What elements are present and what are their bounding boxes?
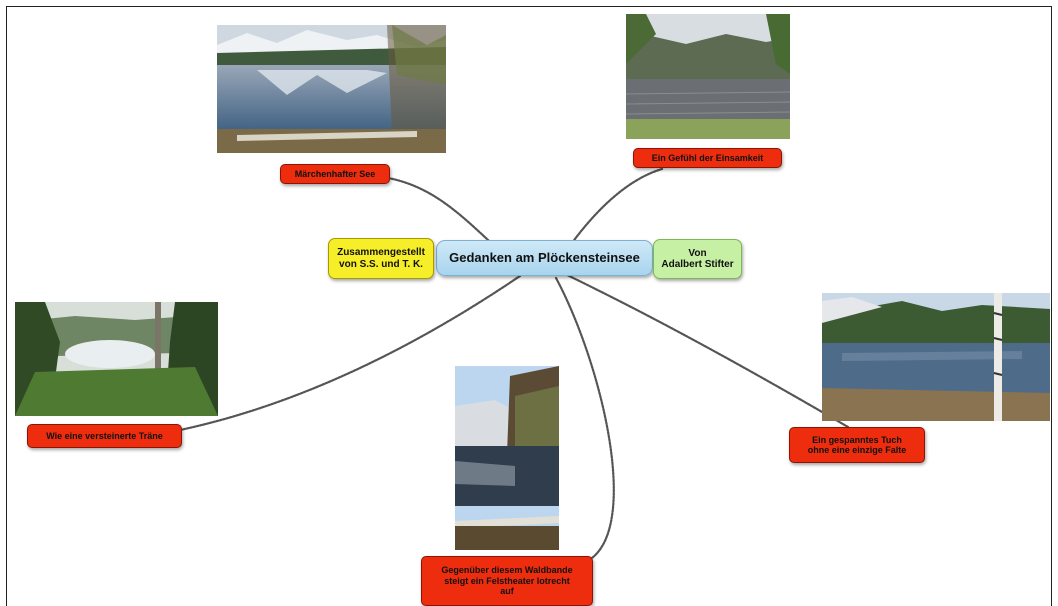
credit-line-1: Zusammengestellt bbox=[337, 247, 425, 258]
connector-felstheater bbox=[554, 276, 615, 560]
branch-line-1: Ein gespanntes Tuch bbox=[812, 434, 902, 445]
connector-gespanntes-tuch bbox=[563, 272, 850, 429]
branch-node-versteinerte-traene[interactable]: Wie eine versteinerte Träne bbox=[27, 424, 182, 448]
photo-lake-shore-vertical bbox=[455, 366, 559, 550]
author-line-1: Von bbox=[688, 247, 707, 259]
branch-label: Ein Gefühl der Einsamkeit bbox=[651, 152, 764, 163]
branch-node-gespanntes-tuch[interactable]: Ein gespanntes Tuch ohne eine einzige Fa… bbox=[789, 427, 925, 463]
branch-line-2: steigt ein Felstheater lotrecht bbox=[444, 575, 570, 586]
photo-lake-cliffs bbox=[626, 14, 790, 139]
branch-line-3: auf bbox=[500, 586, 514, 597]
branch-line-1: Gegenüber diesem Waldbande bbox=[441, 565, 573, 576]
branch-node-einsamkeit[interactable]: Ein Gefühl der Einsamkeit bbox=[633, 148, 782, 168]
central-topic-label: Gedanken am Plöckensteinsee bbox=[449, 249, 640, 265]
photo-calm-lake-birch bbox=[822, 293, 1050, 421]
photo-forest-lake bbox=[15, 302, 218, 416]
branch-node-felstheater[interactable]: Gegenüber diesem Waldbande steigt ein Fe… bbox=[421, 556, 593, 606]
branch-line-2: ohne eine einzige Falte bbox=[807, 445, 907, 455]
central-topic-node[interactable]: Gedanken am Plöckensteinsee bbox=[436, 240, 653, 276]
branch-node-maerchenhafter-see[interactable]: Märchenhafter See bbox=[280, 164, 390, 184]
author-line-2: Adalbert Stifter bbox=[661, 259, 734, 270]
credit-node[interactable]: Zusammengestellt von S.S. und T. K. bbox=[328, 238, 434, 279]
author-node[interactable]: Von Adalbert Stifter bbox=[653, 239, 742, 279]
photo-lake-reflection bbox=[217, 25, 446, 153]
branch-label: Wie eine versteinerte Träne bbox=[46, 430, 163, 441]
connector-versteinerte-traene bbox=[178, 274, 522, 432]
credit-line-2: von S.S. und T. K. bbox=[339, 258, 423, 270]
branch-label: Märchenhafter See bbox=[294, 168, 376, 179]
